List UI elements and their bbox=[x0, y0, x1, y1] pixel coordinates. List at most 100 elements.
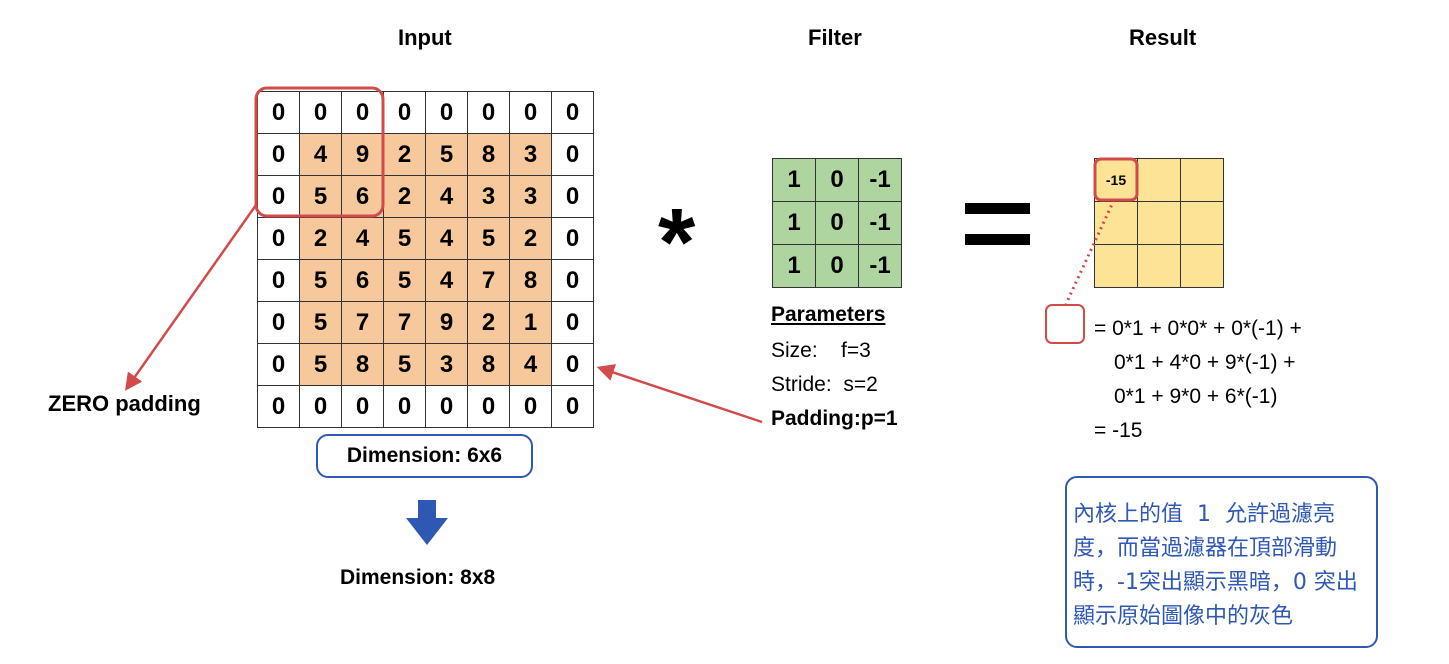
input-cell: 0 bbox=[551, 301, 594, 344]
equals-operator bbox=[965, 203, 1030, 245]
input-cell: 0 bbox=[257, 385, 300, 428]
input-cell: 8 bbox=[509, 259, 552, 302]
note-box: 內核上的值 1 允許過濾亮 度，而當過濾器在頂部滑動 時，-1突出顯示黑暗，0 … bbox=[1065, 476, 1378, 648]
zero-padding-arrow bbox=[124, 204, 258, 391]
input-cell: 4 bbox=[341, 217, 384, 260]
parameters-padding: Padding:p=1 bbox=[771, 407, 898, 430]
result-cell bbox=[1094, 244, 1138, 288]
input-cell: 5 bbox=[383, 259, 426, 302]
filter-cell: -1 bbox=[858, 158, 902, 202]
input-cell: 5 bbox=[425, 133, 468, 176]
filter-heading: Filter bbox=[808, 25, 862, 50]
input-cell: 3 bbox=[509, 175, 552, 218]
input-cell: 9 bbox=[341, 133, 384, 176]
convolve-operator: * bbox=[658, 189, 696, 296]
filter-cell: 0 bbox=[815, 201, 859, 245]
input-cell: 0 bbox=[341, 385, 384, 428]
result-cell bbox=[1180, 244, 1224, 288]
input-cell: 0 bbox=[299, 385, 342, 428]
result-row bbox=[1094, 244, 1224, 288]
result-row bbox=[1094, 201, 1224, 245]
input-cell: 0 bbox=[467, 91, 510, 134]
input-cell: 0 bbox=[551, 91, 594, 134]
input-cell: 0 bbox=[509, 91, 552, 134]
input-cell: 8 bbox=[467, 343, 510, 386]
input-cell: 2 bbox=[467, 301, 510, 344]
input-cell: 7 bbox=[383, 301, 426, 344]
input-cell: 0 bbox=[257, 259, 300, 302]
filter-cell: -1 bbox=[858, 201, 902, 245]
filter-cell: 0 bbox=[815, 158, 859, 202]
input-cell: 7 bbox=[467, 259, 510, 302]
result-cell bbox=[1180, 158, 1224, 202]
formula-line-2: 0*1 + 4*0 + 9*(-1) + bbox=[1114, 351, 1296, 374]
input-cell: 0 bbox=[551, 259, 594, 302]
input-cell: 0 bbox=[383, 385, 426, 428]
padding-param-arrow bbox=[596, 364, 763, 424]
filter-cell: 1 bbox=[772, 201, 816, 245]
input-cell: 4 bbox=[299, 133, 342, 176]
note-line-4: 顯示原始圖像中的灰色 bbox=[1073, 604, 1294, 629]
parameters-title: Parameters bbox=[771, 303, 886, 326]
input-cell: 9 bbox=[425, 301, 468, 344]
input-cell: 0 bbox=[467, 385, 510, 428]
input-cell: 5 bbox=[299, 343, 342, 386]
dimension-before-label: Dimension: 6x6 bbox=[346, 444, 503, 467]
input-cell: 7 bbox=[341, 301, 384, 344]
input-cell: 0 bbox=[551, 133, 594, 176]
result-row: -15 bbox=[1094, 158, 1224, 202]
filter-cell: 1 bbox=[772, 244, 816, 288]
input-cell: 4 bbox=[509, 343, 552, 386]
input-cell: 6 bbox=[341, 259, 384, 302]
dimension-after-label: Dimension: 8x8 bbox=[340, 566, 496, 589]
result-cell bbox=[1094, 201, 1138, 245]
input-cell: 0 bbox=[341, 91, 384, 134]
input-cell: 3 bbox=[509, 133, 552, 176]
input-cell: 0 bbox=[257, 91, 300, 134]
parameters-stride: Stride: s=2 bbox=[771, 373, 878, 396]
input-cell: 0 bbox=[299, 91, 342, 134]
filter-cell: -1 bbox=[858, 244, 902, 288]
input-cell: 5 bbox=[383, 217, 426, 260]
input-cell: 0 bbox=[257, 133, 300, 176]
input-cell: 6 bbox=[341, 175, 384, 218]
input-cell: 0 bbox=[257, 217, 300, 260]
input-cell: 5 bbox=[299, 259, 342, 302]
input-heading: Input bbox=[398, 25, 452, 50]
input-cell: 4 bbox=[425, 217, 468, 260]
input-cell: 8 bbox=[467, 133, 510, 176]
input-cell: 5 bbox=[299, 301, 342, 344]
input-cell: 0 bbox=[551, 217, 594, 260]
parameters-size: Size: f=3 bbox=[771, 339, 871, 362]
zero-padding-label: ZERO padding bbox=[48, 391, 201, 416]
input-cell: 2 bbox=[383, 133, 426, 176]
input-cell: 5 bbox=[467, 217, 510, 260]
formula-line-1: = 0*1 + 0*0* + 0*(-1) + bbox=[1094, 317, 1302, 340]
filter-cell: 0 bbox=[815, 244, 859, 288]
input-cell: 0 bbox=[551, 175, 594, 218]
formula-result: = -15 bbox=[1094, 419, 1143, 442]
result-cell: -15 bbox=[1094, 158, 1138, 202]
input-cell: 0 bbox=[425, 91, 468, 134]
formula-placeholder-box bbox=[1045, 304, 1085, 344]
input-cell: 0 bbox=[257, 343, 300, 386]
input-cell: 0 bbox=[551, 385, 594, 428]
input-cell: 4 bbox=[425, 175, 468, 218]
input-cell: 2 bbox=[509, 217, 552, 260]
input-cell: 0 bbox=[509, 385, 552, 428]
input-cell: 0 bbox=[425, 385, 468, 428]
input-cell: 1 bbox=[509, 301, 552, 344]
input-cell: 2 bbox=[383, 175, 426, 218]
input-cell: 0 bbox=[257, 175, 300, 218]
result-cell bbox=[1180, 201, 1224, 245]
